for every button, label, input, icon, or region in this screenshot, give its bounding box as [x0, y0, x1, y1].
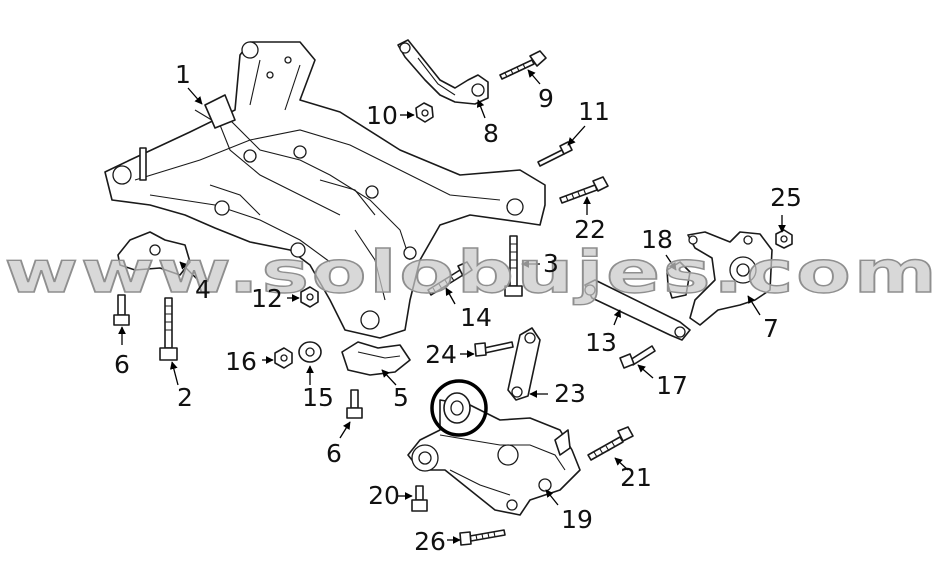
watermark-text: www.solobujes.com [5, 238, 940, 306]
bolt-9 [499, 50, 547, 80]
nut-10 [415, 102, 434, 123]
callout-13: 13 [585, 328, 617, 357]
callout-19: 19 [561, 505, 593, 534]
upper-control-arm [397, 39, 489, 105]
callout-24: 24 [425, 340, 457, 369]
callout-20: 20 [368, 481, 400, 510]
callout-18: 18 [641, 225, 673, 254]
callout-14: 14 [460, 303, 492, 332]
washer-15 [298, 341, 322, 363]
callout-25: 25 [770, 183, 802, 212]
callout-2: 2 [177, 383, 193, 412]
bracket-5 [341, 341, 411, 376]
callout-3: 3 [543, 249, 559, 278]
nut-12 [300, 286, 319, 308]
callout-9: 9 [538, 84, 554, 113]
callout-7: 7 [763, 314, 779, 343]
callout-23: 23 [554, 379, 586, 408]
bolt-22 [559, 176, 609, 204]
bolt-3 [504, 235, 523, 297]
bolt-20 [411, 485, 428, 512]
callout-4: 4 [195, 275, 211, 304]
knuckle [687, 231, 773, 326]
bolt-6-left [113, 294, 130, 326]
callout-11: 11 [578, 97, 610, 126]
callout-1: 1 [175, 60, 191, 89]
callout-6-left: 6 [114, 350, 130, 379]
end-link-23 [507, 327, 541, 401]
callout-labels: 1 2 3 4 5 6 6 7 8 9 10 11 12 13 14 15 16… [114, 60, 802, 556]
callout-12: 12 [251, 284, 283, 313]
nut-25 [775, 229, 793, 249]
bolt-2 [159, 297, 178, 361]
bushing-highlight-circle [430, 379, 488, 437]
rear-subframe [104, 41, 546, 339]
bolt-21 [587, 426, 634, 461]
nut-16 [274, 347, 293, 369]
lower-control-arm [407, 399, 581, 516]
callout-5: 5 [393, 383, 409, 412]
callout-26: 26 [414, 527, 446, 556]
callout-15: 15 [302, 383, 334, 412]
bolt-24 [474, 341, 514, 357]
leader-arrows [118, 69, 786, 544]
lower-link-13 [584, 279, 691, 341]
bolt-17 [619, 345, 656, 369]
bracket-4 [117, 231, 191, 276]
bolt-11 [537, 141, 573, 167]
callout-22: 22 [574, 215, 606, 244]
arm-bushing [443, 392, 471, 424]
bracket-18 [666, 261, 691, 299]
callout-8: 8 [483, 119, 499, 148]
callout-21: 21 [620, 463, 652, 492]
callout-17: 17 [656, 371, 688, 400]
bolt-26 [459, 529, 506, 546]
bolt-6-center [346, 389, 363, 419]
callout-10: 10 [366, 101, 398, 130]
callout-6-center: 6 [326, 439, 342, 468]
bolt-14 [427, 261, 473, 296]
callout-16: 16 [225, 347, 257, 376]
